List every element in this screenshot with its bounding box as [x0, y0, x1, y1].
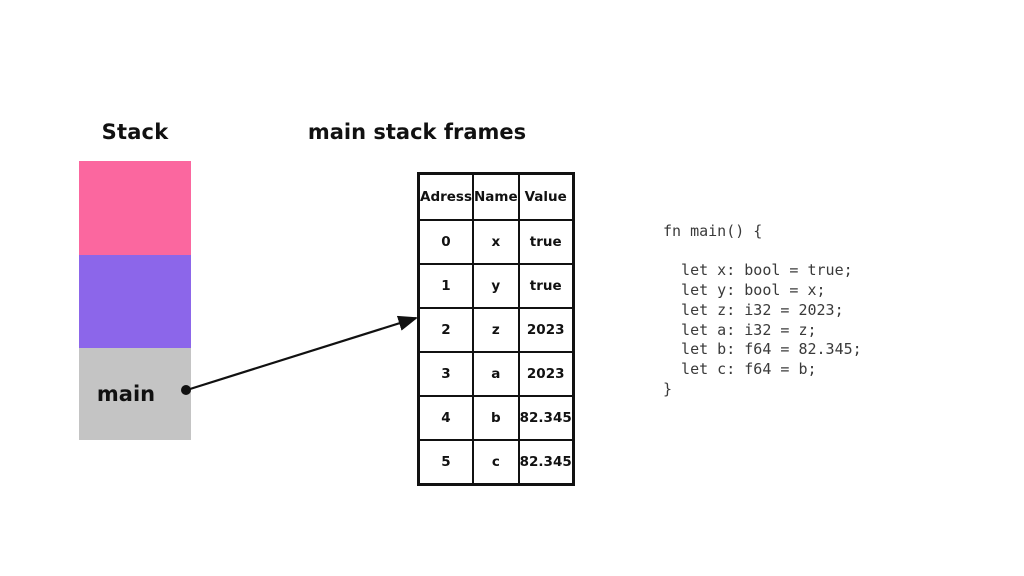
cell-adress: 5	[417, 439, 474, 486]
table-row: 5 c 82.345	[417, 439, 575, 486]
table-row: 1 y true	[417, 263, 575, 309]
cell-name: b	[472, 395, 520, 441]
column-header-name: Name	[472, 172, 520, 221]
cell-value: 2023	[517, 307, 575, 353]
cell-value: 82.345	[517, 439, 575, 486]
frames-table-header-row: Adress Name Value	[417, 172, 575, 221]
stack-frame-top	[79, 161, 191, 255]
stack-frame-main: main	[79, 348, 191, 440]
cell-value: true	[517, 219, 575, 265]
cell-name: z	[472, 307, 520, 353]
cell-name: y	[472, 263, 520, 309]
arrow-line	[189, 315, 419, 391]
rust-code-listing: fn main() { let x: bool = true; let y: b…	[663, 222, 862, 398]
cell-adress: 1	[417, 263, 474, 309]
cell-adress: 2	[417, 307, 474, 353]
cell-value: true	[517, 263, 575, 309]
stack-frame-middle	[79, 255, 191, 348]
cell-value: 82.345	[517, 395, 575, 441]
frames-table: Adress Name Value 0 x true 1 y true 2 z …	[417, 172, 575, 486]
table-row: 0 x true	[417, 219, 575, 265]
stack-diagram: Stack main	[79, 118, 191, 440]
cell-adress: 3	[417, 351, 474, 397]
cell-adress: 0	[417, 219, 474, 265]
column-header-value: Value	[517, 172, 575, 221]
column-header-adress: Adress	[417, 172, 474, 221]
table-row: 3 a 2023	[417, 351, 575, 397]
table-row: 4 b 82.345	[417, 395, 575, 441]
cell-name: a	[472, 351, 520, 397]
stack-title: Stack	[101, 120, 169, 144]
stack-frame-main-label: main	[96, 382, 156, 406]
cell-name: x	[472, 219, 520, 265]
cell-value: 2023	[517, 351, 575, 397]
cell-name: c	[472, 439, 520, 486]
table-row: 2 z 2023	[417, 307, 575, 353]
cell-adress: 4	[417, 395, 474, 441]
frames-title: main stack frames	[307, 120, 527, 144]
stack-blocks: main	[79, 161, 191, 440]
